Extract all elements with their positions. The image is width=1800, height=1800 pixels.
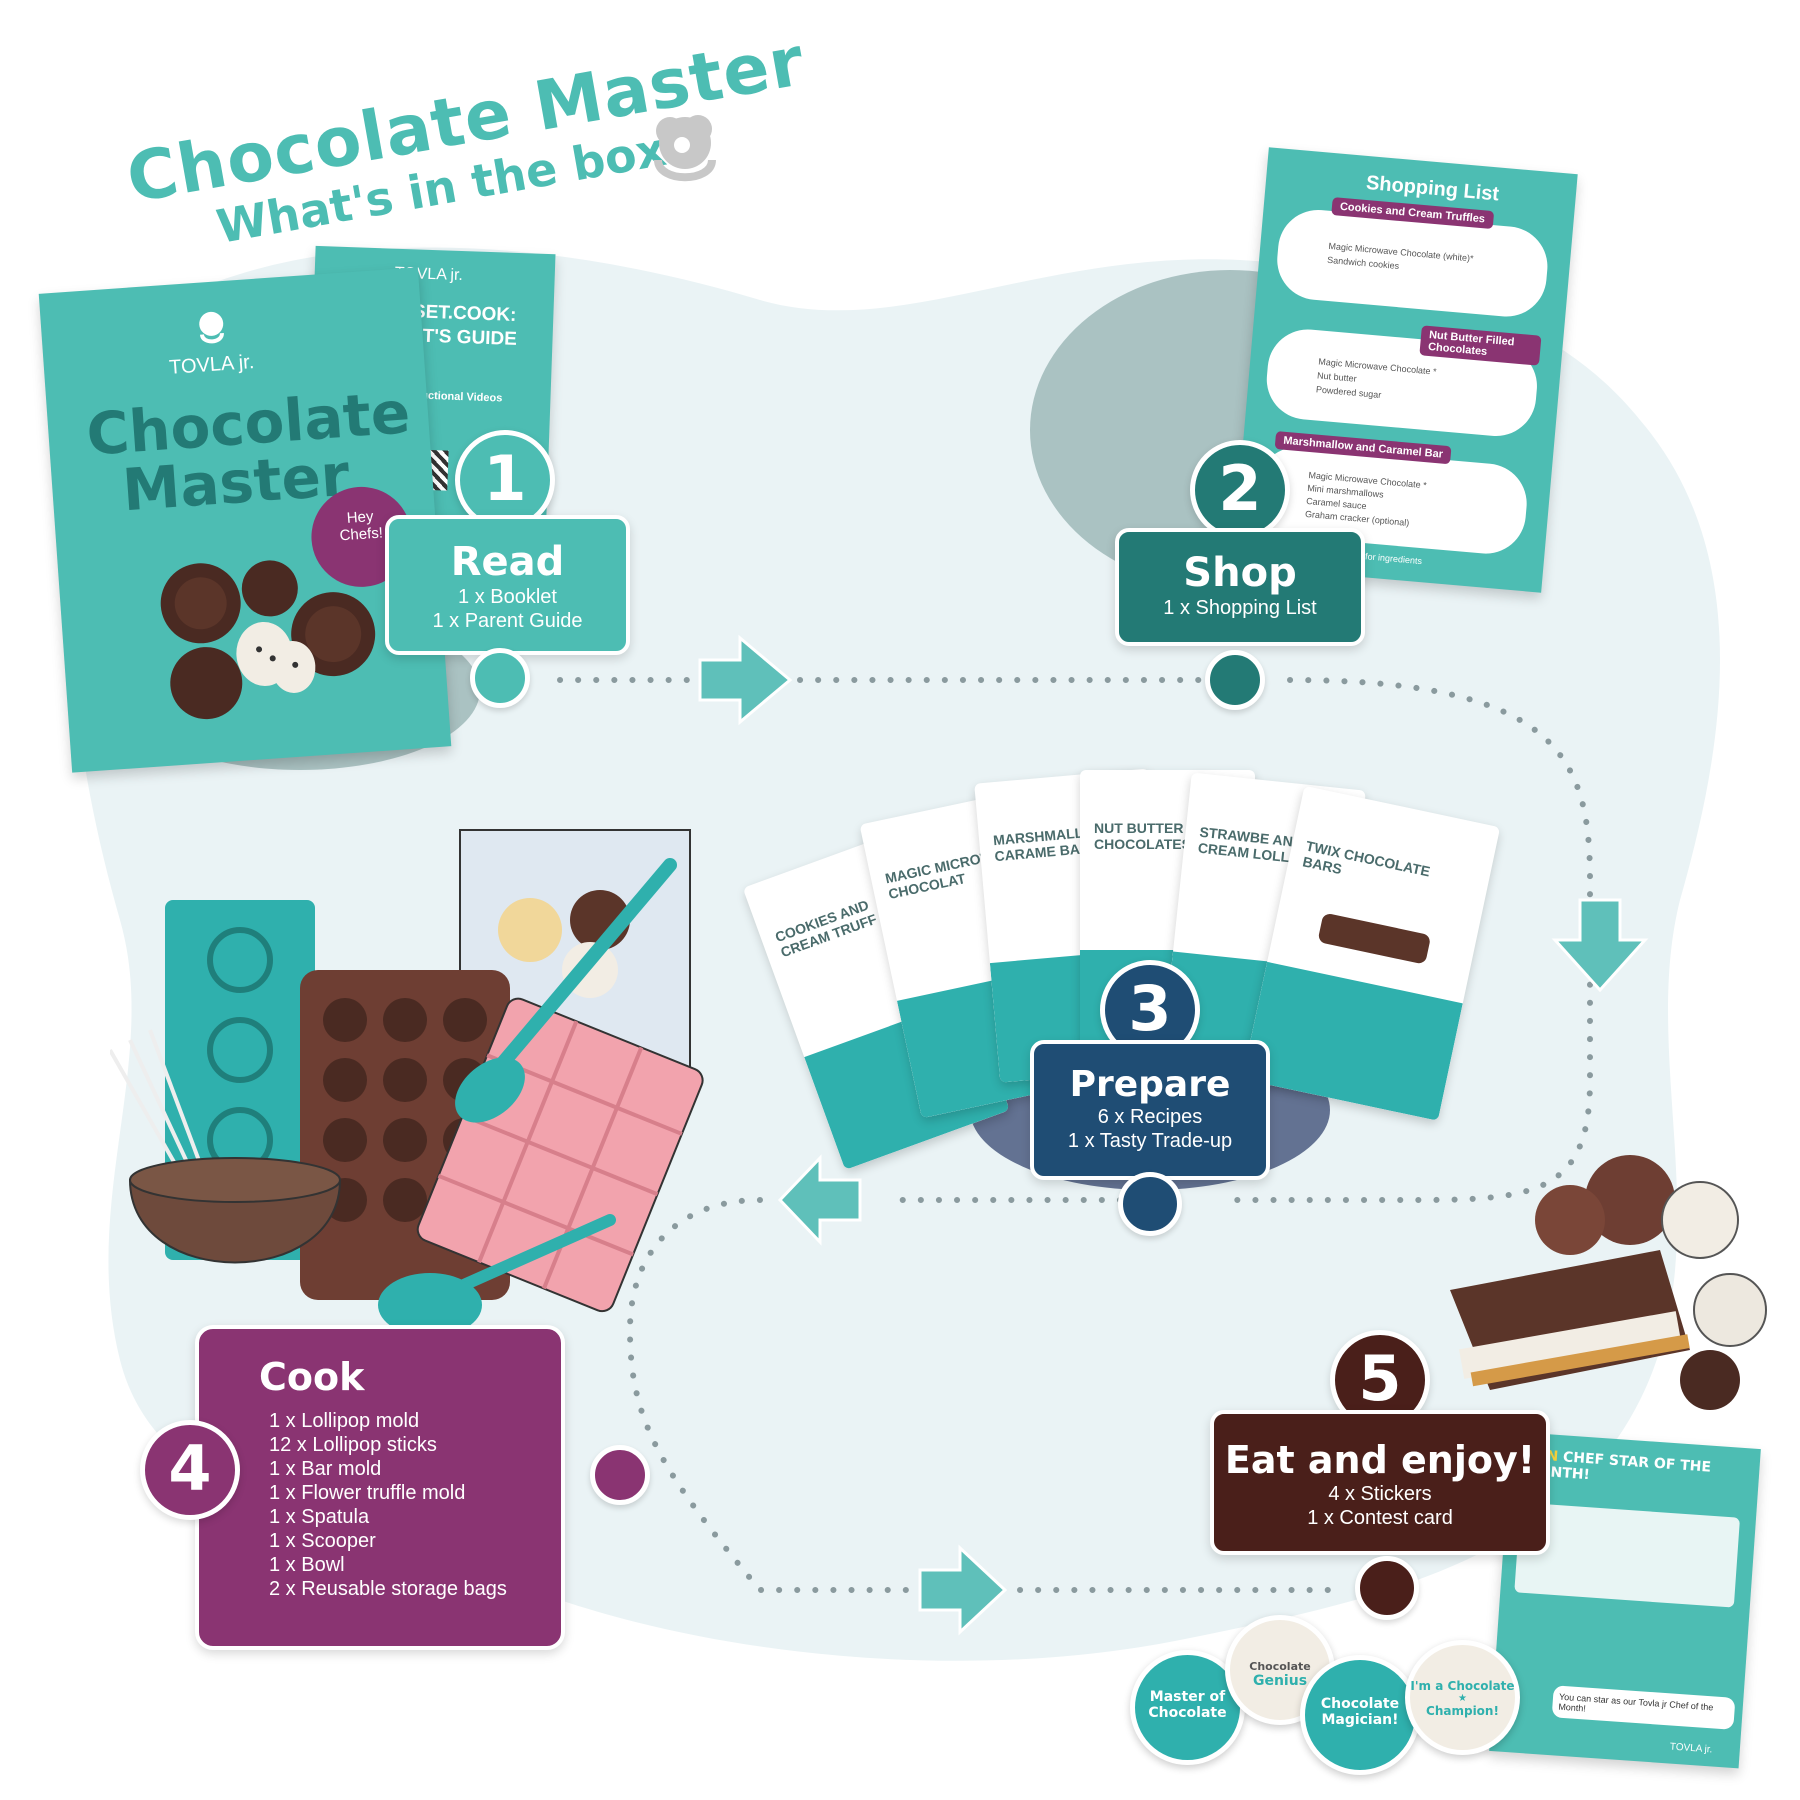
booklet: TOVLA jr. Chocolate Master Hey Chefs! <box>38 267 452 773</box>
step-4-item: 1 x Bar mold <box>269 1458 382 1480</box>
sticker-text: Chocolate <box>1148 1705 1227 1721</box>
step-1-number: 1 <box>455 430 555 530</box>
step-4-title: Cook <box>259 1355 365 1399</box>
contest-brand: TOVLA jr. <box>1669 1741 1713 1756</box>
step-5-title: Eat and enjoy! <box>1224 1438 1536 1482</box>
chef-hat-icon <box>199 311 224 344</box>
step-2-number: 2 <box>1190 440 1290 540</box>
shopping-item: Powdered sugar <box>1315 384 1382 401</box>
sticker-text: Chocolate <box>1249 1660 1311 1673</box>
step-4-number: 4 <box>140 1420 240 1520</box>
star-icon: ★ <box>1458 1693 1467 1704</box>
step-2-title: Shop <box>1183 550 1297 596</box>
step-5-box: Eat and enjoy! 4 x Stickers 1 x Contest … <box>1210 1410 1550 1555</box>
arrow-right-icon <box>698 634 793 726</box>
sticker-text: I'm a Chocolate <box>1410 1679 1515 1693</box>
chocolate-truffles-illustration <box>160 560 376 720</box>
step-1-marker <box>470 648 530 708</box>
shopping-section: Nut Butter Filled Chocolates Magic Micro… <box>1263 325 1542 440</box>
step-5-item: 1 x Contest card <box>1307 1507 1453 1529</box>
cooking-tools-illustration <box>110 829 704 1337</box>
step-4-item: 12 x Lollipop sticks <box>269 1434 437 1456</box>
step-1-item: 1 x Booklet <box>458 586 557 608</box>
shopping-item: Graham cracker (optional) <box>1304 508 1410 528</box>
sticker-text: Champion! <box>1426 1704 1499 1718</box>
step-5-item: 4 x Stickers <box>1328 1483 1432 1505</box>
chocolate-bar-illustration <box>1318 913 1430 964</box>
step-3-box: Prepare 6 x Recipes 1 x Tasty Trade-up <box>1030 1040 1270 1180</box>
recipe-card-title: TWIX CHOCOLATE BARS <box>1301 837 1432 880</box>
step-4-item: 1 x Lollipop mold <box>269 1410 420 1432</box>
section-tag: Marshmallow and Caramel Bar <box>1274 431 1452 465</box>
step-2-box: Shop 1 x Shopping List <box>1115 528 1365 646</box>
sticker-text: Genius <box>1252 1673 1308 1689</box>
sticker-master-of-chocolate: Master of Chocolate <box>1130 1650 1245 1765</box>
step-4-item: 1 x Scooper <box>269 1530 376 1552</box>
arrow-right-icon <box>918 1544 1008 1636</box>
chocolate-dessert-illustration <box>1450 1155 1767 1410</box>
step-1-box: Read 1 x Booklet 1 x Parent Guide <box>385 515 630 655</box>
arrow-left-icon <box>777 1154 862 1246</box>
step-3-title: Prepare <box>1069 1064 1231 1105</box>
shopping-item: Sandwich cookies <box>1326 254 1400 272</box>
step-4-item: 2 x Reusable storage bags <box>269 1578 507 1600</box>
sticker-text: Magician! <box>1321 1712 1399 1728</box>
chef-hat-logo-icon <box>654 115 716 182</box>
sticker-chocolate-champion: I'm a Chocolate ★ Champion! <box>1405 1640 1520 1755</box>
step-1-item: 1 x Parent Guide <box>432 610 583 632</box>
step-3-item: 6 x Recipes <box>1097 1106 1203 1128</box>
section-tag: Nut Butter Filled Chocolates <box>1419 325 1542 366</box>
step-2-marker <box>1205 650 1265 710</box>
shopping-list-card: Shopping List Cookies and Cream Truffles… <box>1232 147 1578 593</box>
sticker-text: Chocolate <box>1320 1696 1400 1712</box>
sticker-text: Master of <box>1149 1689 1226 1705</box>
step-1-title: Read <box>450 539 565 585</box>
booklet-brand: TOVLA jr. <box>168 350 256 379</box>
shopping-item: Nut butter <box>1316 370 1358 384</box>
shopping-section: Cookies and Cream Truffles Magic Microwa… <box>1273 197 1551 320</box>
step-4-item: 1 x Flower truffle mold <box>269 1482 466 1504</box>
sticker-chocolate-magician: Chocolate Magician! <box>1300 1655 1420 1775</box>
step-5-marker <box>1355 1556 1419 1620</box>
step-4-marker <box>590 1445 650 1505</box>
step-2-item: 1 x Shopping List <box>1163 597 1317 619</box>
recipe-card: TWIX CHOCOLATE BARS <box>1242 785 1501 1121</box>
arrow-down-icon <box>1551 898 1649 993</box>
step-4-box: Cook 1 x Lollipop mold 12 x Lollipop sti… <box>195 1325 565 1650</box>
step-4-item: 1 x Bowl <box>269 1554 345 1576</box>
step-3-marker <box>1118 1172 1182 1236</box>
step-4-item: 1 x Spatula <box>269 1506 370 1528</box>
step-3-item: 1 x Tasty Trade-up <box>1067 1130 1233 1152</box>
contest-footer: You can star as our Tovla jr Chef of the… <box>1551 1685 1736 1730</box>
